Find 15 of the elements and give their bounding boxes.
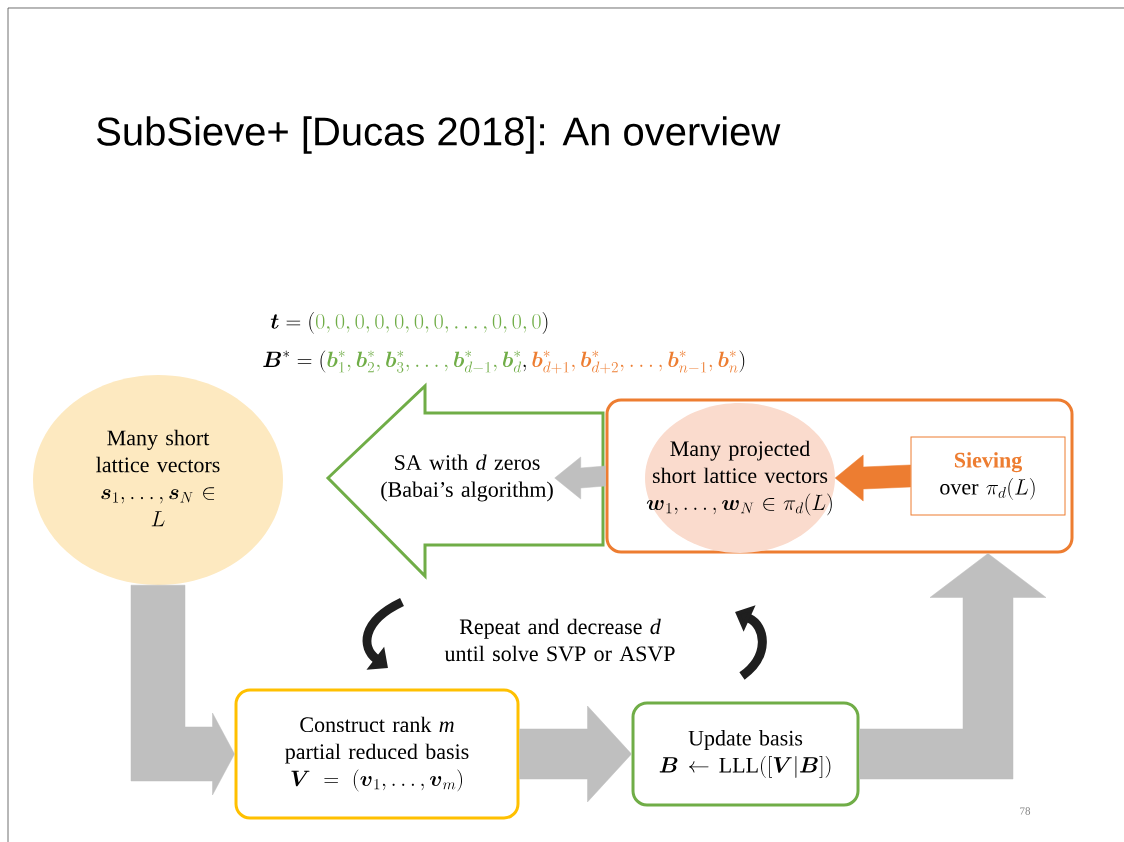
note-text: Repeat and decrease d until solve SVP or ASVP [444,618,675,662]
process-box: Sieving over $\pi_d(L)$ [910,436,1066,516]
slide-title: SubSieve+ [Ducas 2018]: An overview [97,116,781,154]
page-number: 78 [1020,807,1031,815]
formula-line: $\boldsymbol{t} = (\textcolor{sgreen}{0,0,0,0,0,0,0,\dots,0,0,0})$ [270,312,548,334]
ellipse-bubble: Many short lattice vectors $\boldsymbol{s}_1, \dots, \boldsymbol{s}_N \in L$ [33,375,283,585]
arrow [859,553,1047,780]
arrow [130,584,235,796]
process-box: Update basis $\boldsymbol{B} \leftarrow \mathrm{LLL}([\boldsymbol{V}|\boldsymbol{B}])$ [631,701,860,807]
formula-line: $\boldsymbol{B}^* = (\textcolor{sgreen}{\boldsymbol{b}_1^*, \boldsymbol{b}_2^*, \boldsymbol{b}_3^*, \dots, \boldsymbol{b}_{d-1}^*, \boldsymbol{b}_d^*}, \textcolor{sorange}{\boldsymbol{b}_{d+1}^*, \boldsymbol{b}_{d+2}^*, \dots, \boldsymbol{b}_{n-1}^*, \boldsymbol{b}_n^*})$ [263,350,745,374]
arrow [519,705,632,803]
arrow [834,454,911,502]
ellipse-bubble: Many projected short lattice vectors $\boldsymbol{w}_1, \dots, \boldsymbol{w}_N \in \pi_d(L)$ [645,403,835,553]
process-box: Construct rank m partial reduced basis $\boldsymbol{V} = (\boldsymbol{v}_1, \dots, \boldsymbol{v}_m)$ [234,688,520,820]
arrow [554,456,606,500]
